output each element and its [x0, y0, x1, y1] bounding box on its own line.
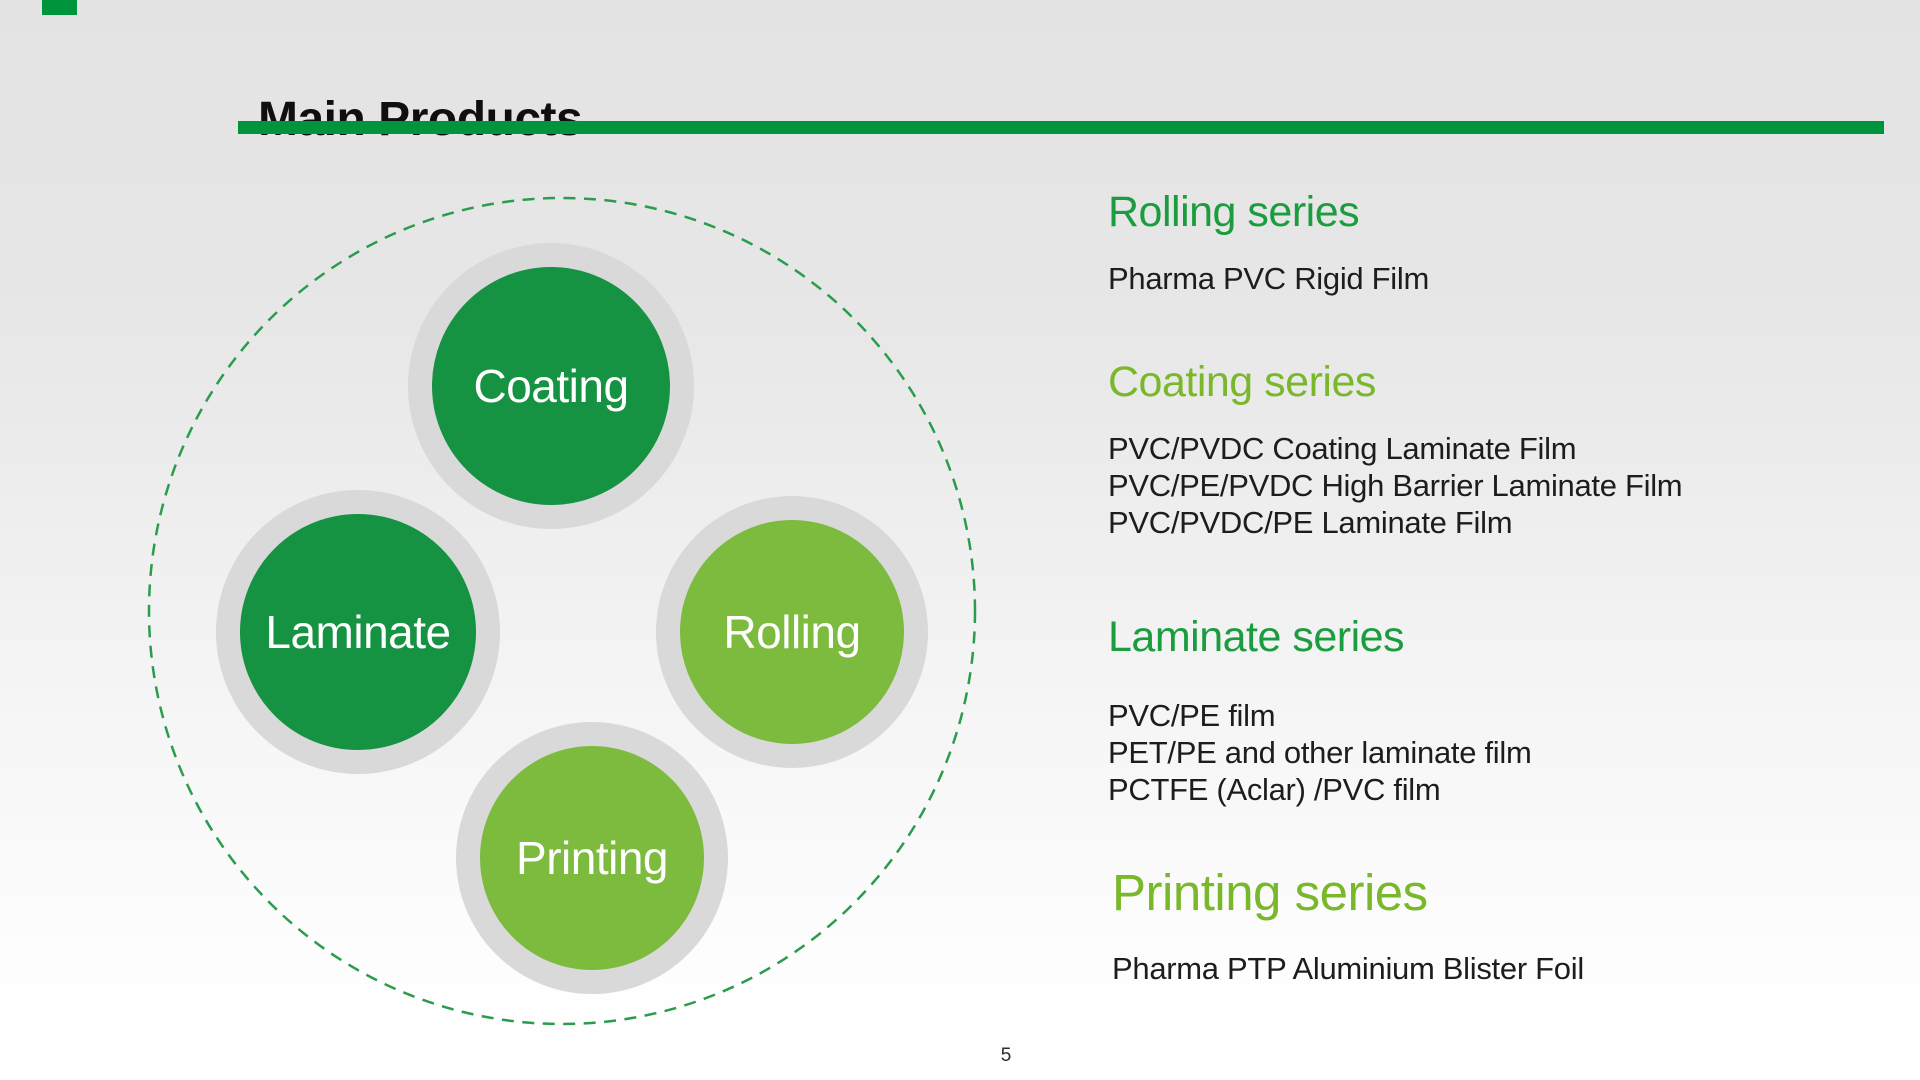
product-item: PVC/PE/PVDC High Barrier Laminate Film: [1108, 467, 1683, 503]
corner-accent-marker: [42, 0, 77, 15]
section-items: Pharma PVC Rigid Film: [1108, 260, 1429, 297]
section-heading-laminate-series: Laminate series: [1108, 613, 1405, 661]
diagram-circle-coating: Coating: [408, 243, 694, 529]
section-heading-coating-series: Coating series: [1108, 358, 1376, 406]
dashed-boundary-circle: [147, 196, 977, 1026]
section-rolling-series: Rolling series Pharma PVC Rigid Film: [1108, 186, 1429, 297]
page-title: Main Products: [258, 93, 583, 147]
product-item: PVC/PVDC/PE Laminate Film: [1108, 504, 1513, 540]
product-item: Pharma PTP Aluminium Blister Foil: [1112, 950, 1584, 986]
product-item: PVC/PVDC Coating Laminate Film: [1108, 430, 1577, 466]
section-items: PVC/PVDC Coating Laminate Film PVC/PE/PV…: [1108, 430, 1683, 541]
circle-label-coating: Coating: [473, 360, 629, 412]
product-item: PVC/PE film: [1108, 697, 1276, 733]
product-item: PET/PE and other laminate film: [1108, 734, 1532, 770]
section-items: PVC/PE film PET/PE and other laminate fi…: [1108, 697, 1532, 808]
section-coating-series: Coating series PVC/PVDC Coating Laminate…: [1108, 356, 1683, 541]
diagram-circle-laminate: Laminate: [216, 490, 500, 774]
product-item: Pharma PVC Rigid Film: [1108, 260, 1430, 296]
circle-label-printing: Printing: [516, 832, 668, 884]
diagram-circle-printing: Printing: [456, 722, 728, 994]
title-underline-bar: [238, 121, 1884, 134]
section-heading-rolling-series: Rolling series: [1108, 188, 1360, 236]
circle-label-laminate: Laminate: [265, 606, 451, 658]
section-printing-series: Printing series Pharma PTP Aluminium Bli…: [1112, 861, 1584, 987]
section-heading-printing-series: Printing series: [1112, 864, 1428, 921]
circle-label-rolling: Rolling: [723, 606, 861, 658]
page-number: 5: [1000, 1045, 1012, 1066]
diagram-circle-rolling: Rolling: [656, 496, 928, 768]
section-items: Pharma PTP Aluminium Blister Foil: [1112, 950, 1584, 987]
product-item: PCTFE (Aclar) /PVC film: [1108, 771, 1441, 807]
section-laminate-series: Laminate series PVC/PE film PET/PE and o…: [1108, 611, 1532, 808]
